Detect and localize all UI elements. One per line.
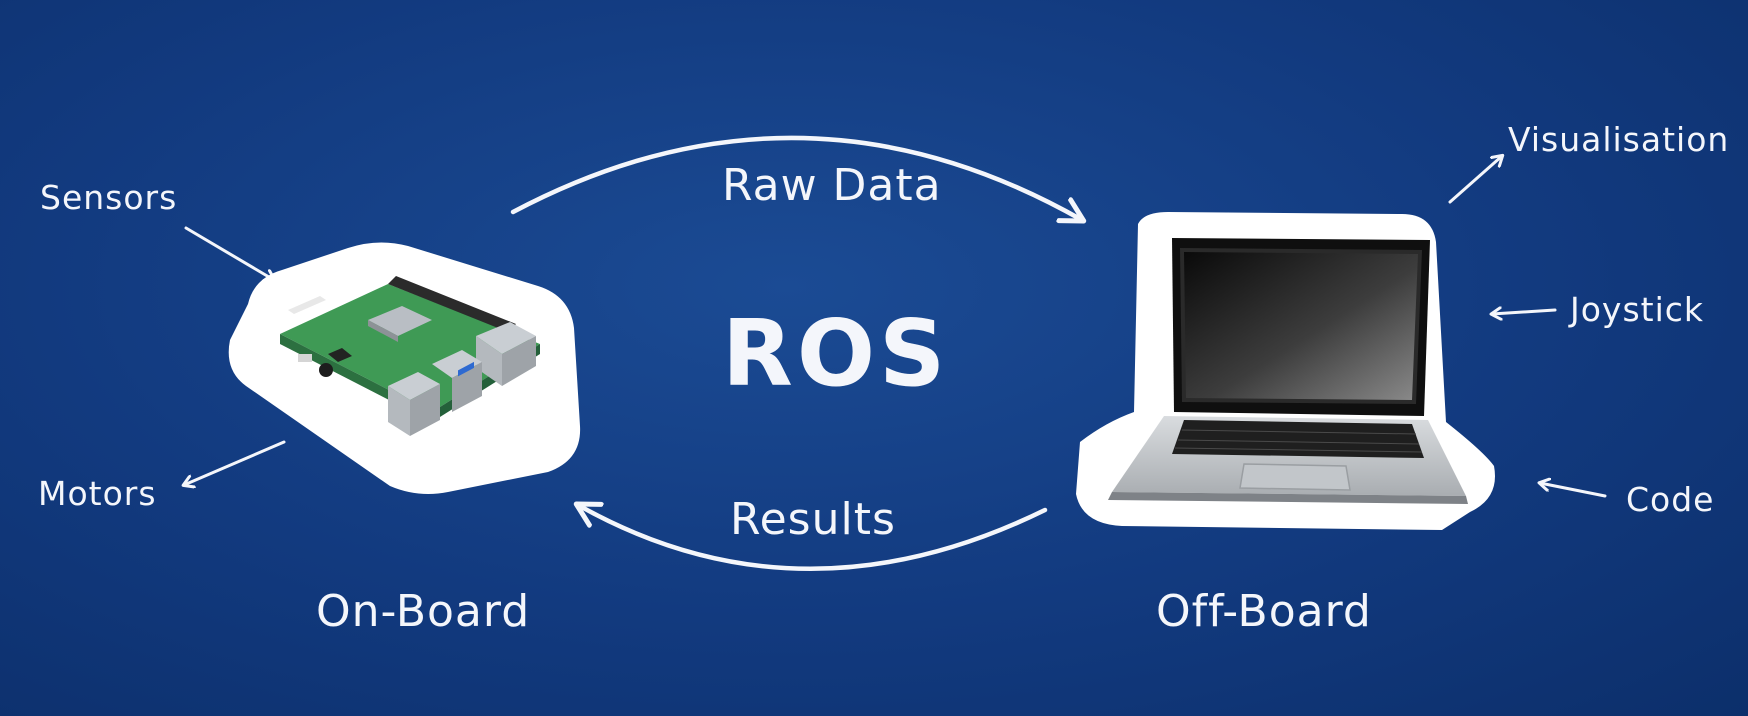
raw-data-arrow	[510, 135, 1082, 220]
visualisation-arrow	[1448, 156, 1502, 204]
sensors-arrow	[184, 226, 274, 280]
off-board-caption: Off-Board	[1156, 586, 1372, 637]
laptop-icon	[1108, 238, 1468, 504]
code-label: Code	[1626, 480, 1715, 519]
ros-title: ROS	[722, 300, 950, 407]
results-arrow	[578, 505, 1048, 571]
joystick-label: Joystick	[1570, 290, 1705, 329]
visualisation-label: Visualisation	[1508, 120, 1730, 159]
sensors-label: Sensors	[40, 178, 178, 217]
raspberry-pi-card	[228, 242, 581, 494]
on-board-caption: On-Board	[316, 586, 531, 637]
raspberry-pi-board-icon	[280, 276, 540, 436]
motors-arrow	[184, 440, 286, 485]
raw-data-label: Raw Data	[722, 160, 942, 211]
code-arrow	[1540, 483, 1607, 498]
laptop-card	[1076, 212, 1495, 530]
results-label: Results	[730, 494, 896, 545]
motors-label: Motors	[38, 474, 157, 513]
joystick-arrow	[1492, 310, 1557, 314]
